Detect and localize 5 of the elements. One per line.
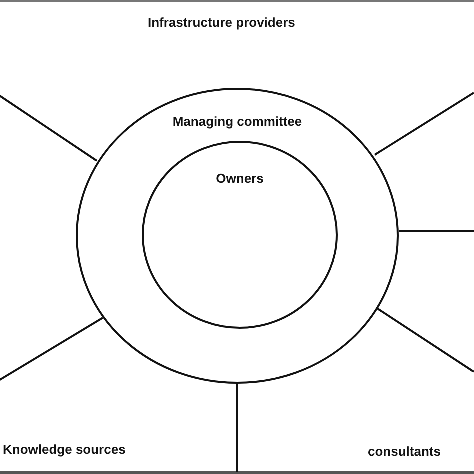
ring-label: Managing committee <box>172 114 302 129</box>
sector-label: Infrastructure providers <box>148 15 296 30</box>
ring-label: Owners <box>216 171 264 186</box>
sector-label: Knowledge sources <box>3 442 126 457</box>
sector-label: consultants <box>368 444 441 459</box>
